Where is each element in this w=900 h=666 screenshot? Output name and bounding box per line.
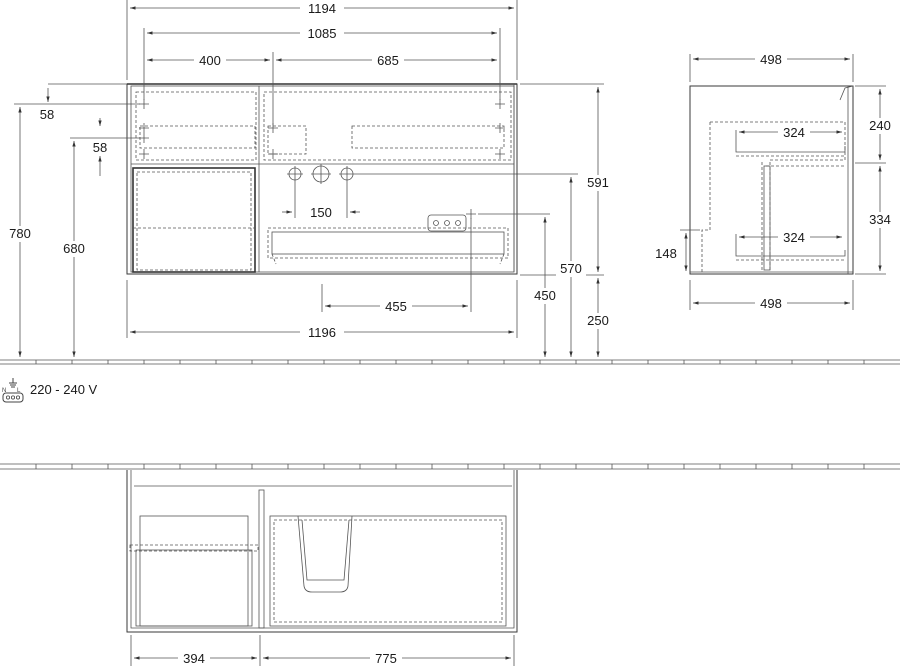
front-view — [126, 83, 578, 275]
dim-overall-height-floor: 780 — [9, 226, 31, 241]
socket-box — [427, 214, 467, 232]
dim-overall-bottom-width: 1196 — [308, 325, 336, 340]
dim-socket-offset: 455 — [385, 299, 407, 314]
voltage-label: 220 - 240 V — [30, 382, 98, 397]
dim-socket-height-floor: 450 — [534, 288, 556, 303]
svg-text:L: L — [17, 388, 21, 394]
dim-side-bottom-depth: 498 — [760, 296, 782, 311]
side-cabinet-outline — [689, 85, 854, 275]
tap-connections — [287, 164, 578, 184]
dim-upper-drawer-depth: 324 — [783, 125, 805, 140]
dim-left-drawer-width: 394 — [183, 651, 205, 666]
floor-line-lower — [0, 463, 900, 470]
svg-text:N: N — [2, 388, 6, 394]
plan-view — [126, 470, 518, 633]
floor-line-upper — [0, 359, 900, 365]
dimension-labels: 1194 1085 400 685 58 58 780 680 150 455 … — [4, 1, 896, 666]
dim-siphon-height: 148 — [655, 246, 677, 261]
dim-fixing-offset-top: 58 — [40, 107, 54, 122]
front-left-drawer — [132, 167, 256, 273]
dim-side-top-depth: 498 — [760, 52, 782, 67]
dim-tap-spacing: 150 — [310, 205, 332, 220]
dim-floor-clearance: 250 — [587, 313, 609, 328]
dim-overall-top-width: 1194 — [308, 1, 336, 16]
dim-left-section-width: 400 — [199, 53, 221, 68]
front-dimensions — [14, 0, 604, 357]
side-view — [689, 85, 854, 275]
front-cabinet-outline — [126, 83, 518, 275]
dim-fixing-offset-second: 58 — [93, 140, 107, 155]
dim-right-section-width: 685 — [377, 53, 399, 68]
power-socket-icon: N L — [2, 378, 24, 403]
dim-body-height: 591 — [587, 175, 609, 190]
fixing-point-marks — [139, 99, 505, 219]
dim-right-drawer-width: 775 — [375, 651, 397, 666]
dim-fixing-height-floor: 680 — [63, 241, 85, 256]
dim-socket-height-right: 570 — [560, 261, 582, 276]
dim-upper-height: 240 — [869, 118, 891, 133]
dim-lower-drawer-depth: 324 — [783, 230, 805, 245]
dim-inner-top-width: 1085 — [308, 26, 337, 41]
dim-lower-height: 334 — [869, 212, 891, 227]
